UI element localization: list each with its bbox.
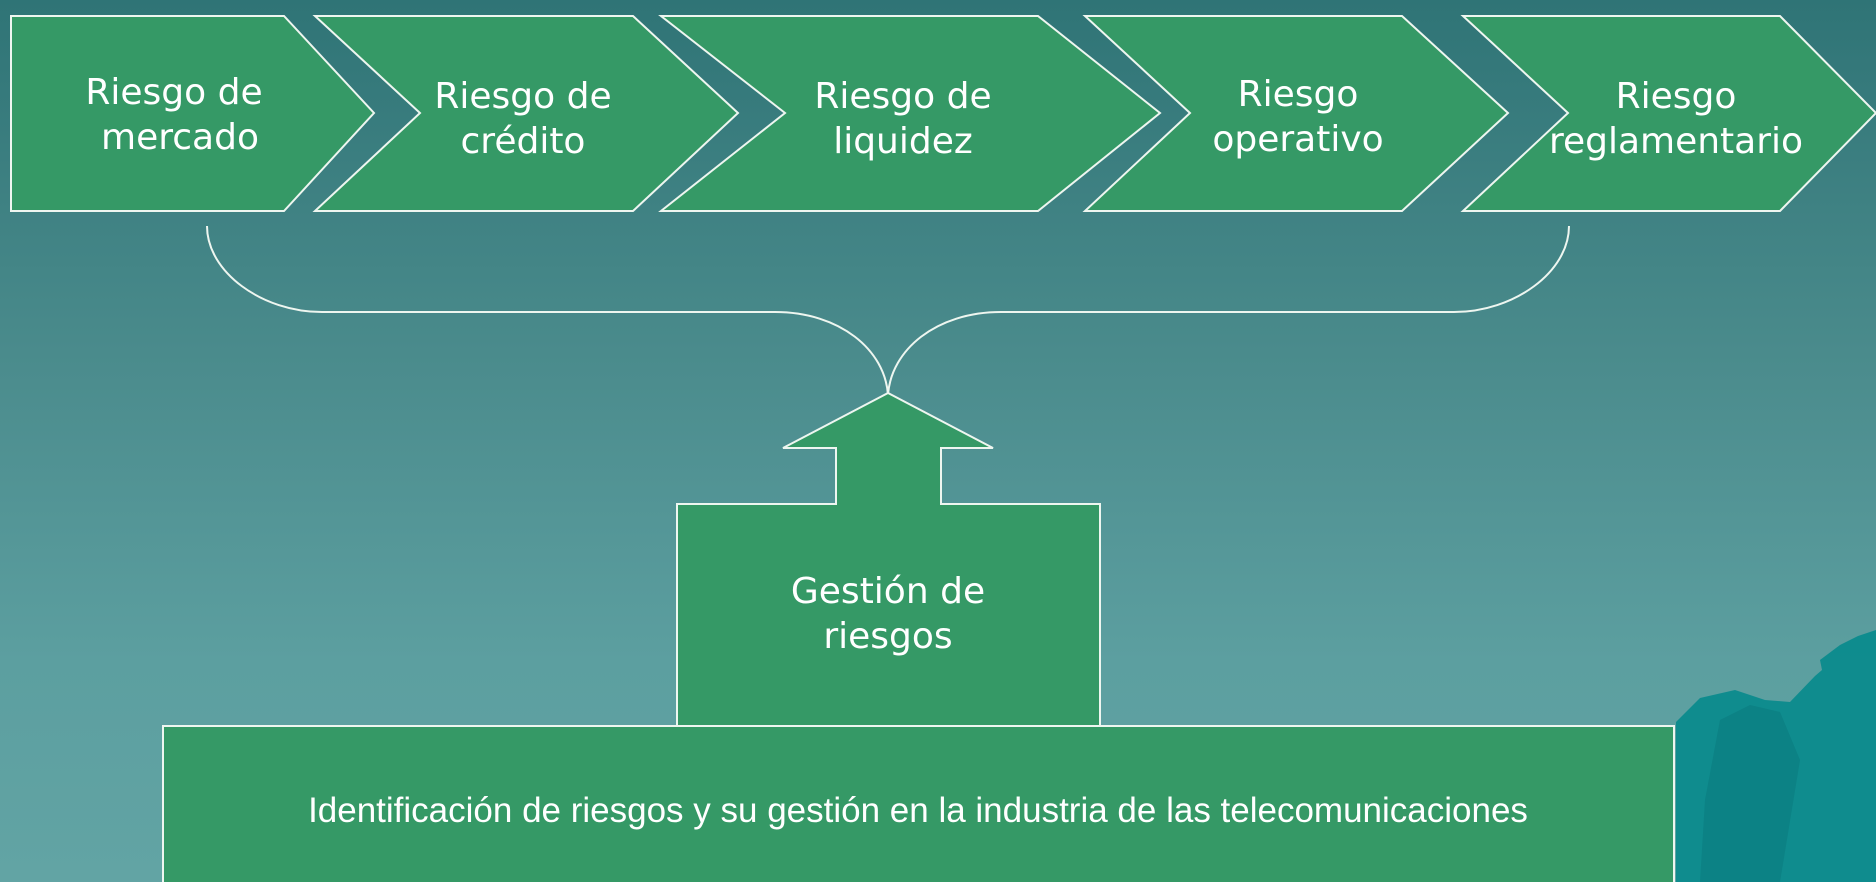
center-box-line-2: riesgos [823,616,952,657]
chevron-1-line-2: mercado [101,117,259,158]
chevron-1: Riesgo de mercado [10,15,376,212]
base-box: Identificación de riesgos y su gestión e… [162,725,1675,882]
chevron-2-line-2: crédito [461,121,586,162]
chevron-5-line-2: reglamentario [1549,121,1803,162]
chevron-5: Riesgo reglamentario [1460,15,1876,212]
decorative-rock-shade [1700,705,1800,882]
chevron-4-line-2: operativo [1212,119,1383,160]
chevron-3-line-2: liquidez [833,121,973,162]
chevron-3-line-1: Riesgo de [814,76,991,117]
chevron-5-line-1: Riesgo [1616,76,1737,117]
base-box-text: Identificación de riesgos y su gestión e… [308,791,1528,830]
chevron-4: Riesgo operativo [1082,15,1510,212]
chevron-3: Riesgo de liquidez [658,15,1162,212]
center-box-line-1: Gestión de [791,571,985,612]
chevron-4-line-1: Riesgo [1238,74,1359,115]
chevron-1-line-1: Riesgo de [85,72,262,113]
curly-brace [206,225,1570,396]
center-arrow-box: Gestión de riesgos [676,391,1101,727]
chevron-2-line-1: Riesgo de [434,76,611,117]
chevron-2: Riesgo de crédito [312,15,740,212]
